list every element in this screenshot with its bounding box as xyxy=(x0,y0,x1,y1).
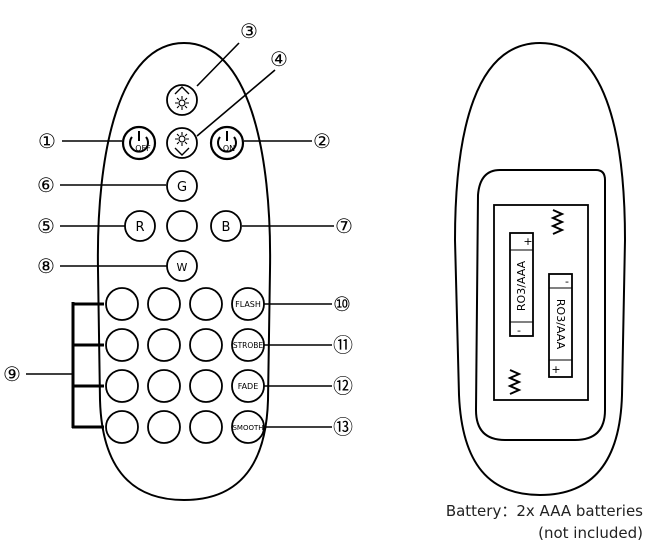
blue-button-label: B xyxy=(222,220,231,235)
remote-back-outline xyxy=(453,41,627,497)
battery-cell-bottom: - + RO3/AAA xyxy=(548,273,573,378)
brightness-up-button[interactable] xyxy=(166,84,198,116)
battery-cell-label: RO3/AAA xyxy=(515,260,528,311)
sun-icon xyxy=(175,96,189,110)
smooth-button[interactable]: SMOOTH xyxy=(231,410,265,444)
callout-5: ⑤ xyxy=(37,214,55,238)
color-button[interactable] xyxy=(105,410,139,444)
power-icon xyxy=(217,131,237,153)
strobe-button-label: STROBE xyxy=(233,341,264,350)
color-button-grid xyxy=(105,287,223,444)
green-button[interactable]: G xyxy=(166,170,198,202)
color-button[interactable] xyxy=(189,328,223,362)
battery-plus-sign: + xyxy=(551,363,560,376)
color-button[interactable] xyxy=(105,328,139,362)
spring-top xyxy=(550,209,565,235)
color-button[interactable] xyxy=(189,369,223,403)
color-button[interactable] xyxy=(189,287,223,321)
callout-12: ⑫ xyxy=(333,374,353,398)
color-button[interactable] xyxy=(147,287,181,321)
power-off-button[interactable]: OFF xyxy=(121,125,157,161)
battery-cell-top: + - RO3/AAA xyxy=(509,232,534,337)
flash-button-label: FLASH xyxy=(235,300,261,309)
green-button-label: G xyxy=(177,180,187,195)
color-button[interactable] xyxy=(147,328,181,362)
battery-caption-line2: (not included) xyxy=(538,524,643,542)
fade-button-label: FADE xyxy=(238,382,259,391)
strobe-button[interactable]: STROBE xyxy=(231,328,265,362)
color-button[interactable] xyxy=(147,369,181,403)
battery-caption: Battery：2x AAA batteries (not included) xyxy=(446,500,643,544)
power-icon xyxy=(129,131,149,153)
power-on-label: ON xyxy=(223,144,235,153)
callout-bracket xyxy=(71,302,104,429)
callout-4: ④ xyxy=(270,47,288,71)
spring-bottom xyxy=(507,369,522,395)
color-button[interactable] xyxy=(147,410,181,444)
white-button-label: W xyxy=(177,261,188,274)
color-button[interactable] xyxy=(105,287,139,321)
color-button[interactable] xyxy=(189,410,223,444)
callout-8: ⑧ xyxy=(37,254,55,278)
callout-leaders xyxy=(60,42,334,428)
flash-button[interactable]: FLASH xyxy=(231,287,265,321)
callout-3: ③ xyxy=(240,19,258,43)
battery-compartment xyxy=(493,204,589,401)
blue-button[interactable]: B xyxy=(210,210,242,242)
color-button[interactable] xyxy=(105,369,139,403)
battery-cell-label: RO3/AAA xyxy=(554,299,567,350)
red-button-label: R xyxy=(135,220,144,235)
battery-plus-sign: + xyxy=(523,235,532,248)
callout-7: ⑦ xyxy=(335,214,353,238)
brightness-down-button[interactable] xyxy=(166,127,198,159)
white-button[interactable]: W xyxy=(166,250,198,282)
red-button[interactable]: R xyxy=(124,210,156,242)
battery-cover-outline xyxy=(474,169,606,441)
smooth-button-label: SMOOTH xyxy=(232,424,263,432)
callout-6: ⑥ xyxy=(37,173,55,197)
battery-minus-sign: - xyxy=(517,324,521,337)
power-off-label: OFF xyxy=(135,144,151,153)
callout-9: ⑨ xyxy=(3,362,21,386)
fade-button[interactable]: FADE xyxy=(231,369,265,403)
callout-10: ⑩ xyxy=(333,292,351,316)
power-on-button[interactable]: ON xyxy=(209,125,245,161)
callout-13: ⑬ xyxy=(333,415,353,439)
sun-icon xyxy=(175,132,189,146)
callout-11: ⑪ xyxy=(333,333,353,357)
battery-minus-sign: - xyxy=(565,275,569,288)
battery-caption-line1: Battery：2x AAA batteries xyxy=(445,502,643,520)
center-button[interactable] xyxy=(166,210,198,242)
callout-2: ② xyxy=(313,129,331,153)
callout-1: ① xyxy=(38,129,56,153)
